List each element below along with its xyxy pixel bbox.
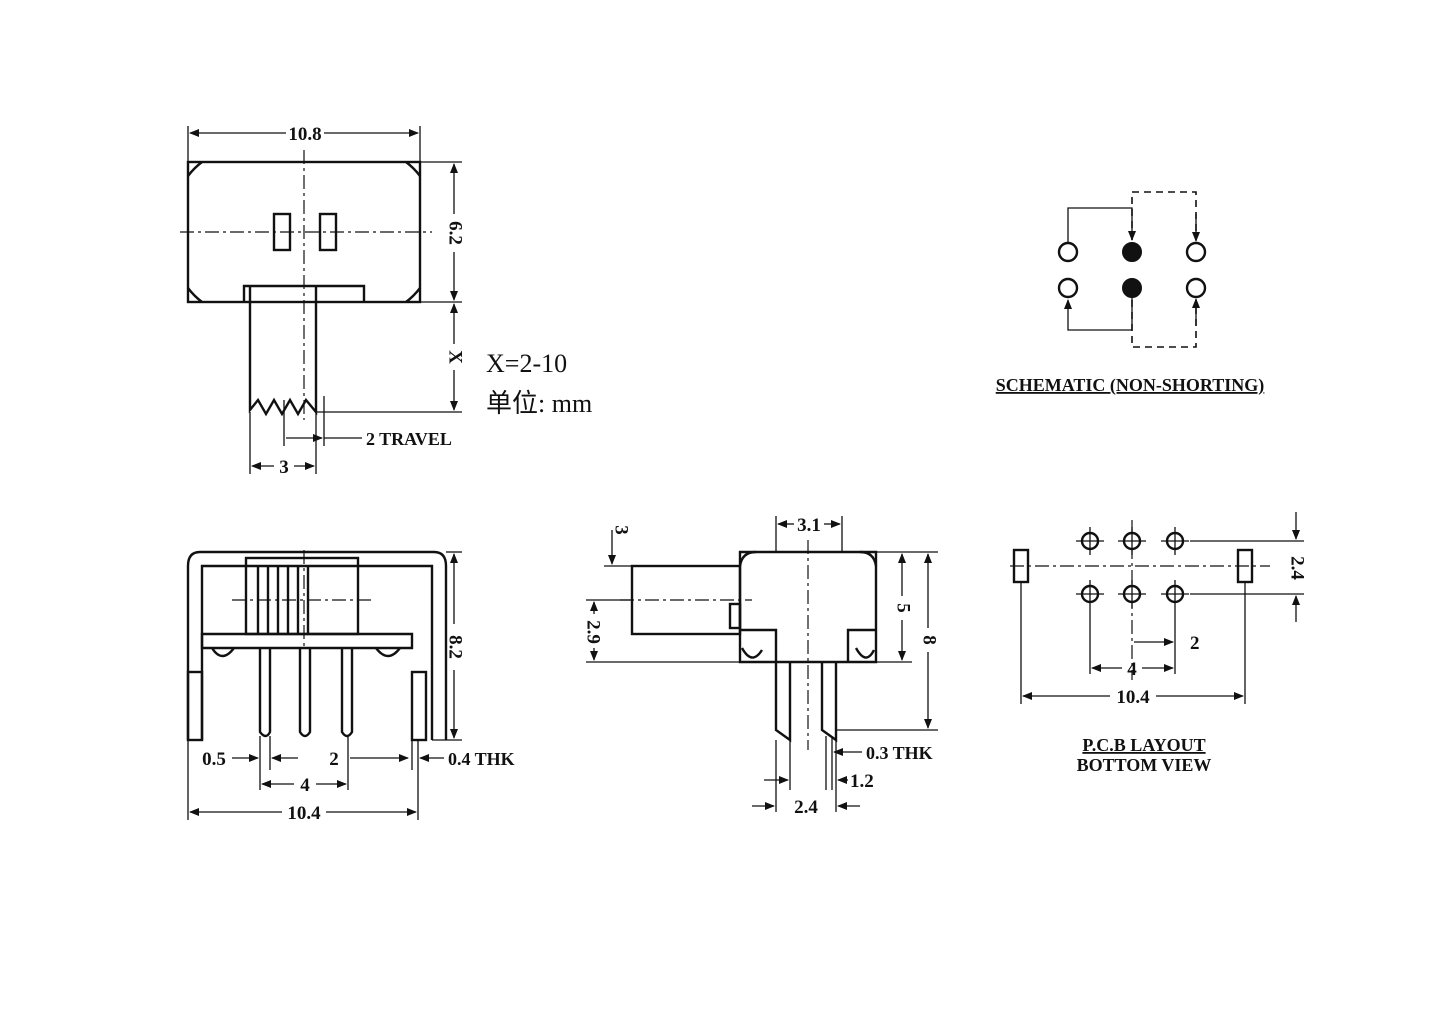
schematic-link-solid-top bbox=[1067, 207, 1136, 242]
schematic: SCHEMATIC (NON-SHORTING) bbox=[996, 191, 1265, 396]
pcb-title-line1: P.C.B LAYOUT bbox=[1082, 735, 1205, 755]
front-actuator bbox=[244, 556, 360, 636]
actuator-knob bbox=[248, 286, 318, 417]
side-view: 3.1 3 2.9 5 8 0.3 THK 1.2 2.4 bbox=[583, 515, 940, 818]
schematic-common-terminal bbox=[1122, 242, 1142, 262]
front-height-label: 8.2 bbox=[445, 635, 466, 659]
front-base bbox=[200, 632, 414, 650]
top-height-label: 6.2 bbox=[445, 221, 466, 245]
pcb-pads bbox=[1076, 527, 1189, 608]
side-knob-height-label: 2.9 bbox=[583, 620, 604, 644]
front-width-label: 10.4 bbox=[287, 803, 321, 824]
travel-label: 2 TRAVEL bbox=[366, 429, 452, 449]
side-body-height-label: 5 bbox=[893, 603, 914, 613]
stroke-label: X bbox=[445, 350, 466, 364]
side-body-corners bbox=[738, 550, 878, 567]
body-corner-clips bbox=[187, 161, 421, 303]
side-pin-left bbox=[774, 662, 792, 743]
side-pin-spacing-label: 2.4 bbox=[794, 797, 818, 818]
front-pin-offset-label: 0.5 bbox=[202, 749, 226, 770]
front-pin-left bbox=[258, 648, 272, 738]
schematic-title: SCHEMATIC (NON-SHORTING) bbox=[996, 375, 1265, 396]
schematic-link-dashed-top bbox=[1131, 191, 1197, 240]
pcb-pitch-label: 2 bbox=[1190, 633, 1200, 654]
pcb-span-label: 4 bbox=[1127, 659, 1137, 680]
unit-note: 单位: mm bbox=[486, 389, 592, 418]
front-thickness-label: 0.4 THK bbox=[448, 749, 515, 769]
side-pin-label: 1.2 bbox=[850, 771, 874, 792]
side-body-bumps bbox=[740, 647, 876, 659]
x-range-note: X=2-10 bbox=[486, 349, 567, 378]
side-knob-stop bbox=[728, 602, 742, 630]
front-mount-leg-left bbox=[186, 670, 204, 742]
pcb-layout: 2.4 2 4 10.4 P.C.B LAYOUT BOTTOM VIEW bbox=[1010, 512, 1308, 775]
schematic-common-terminal bbox=[1122, 278, 1142, 298]
side-body-steps bbox=[740, 628, 876, 662]
front-pitch-label: 2 bbox=[329, 749, 339, 770]
side-pin-right bbox=[820, 662, 838, 743]
side-body-width-label: 3.1 bbox=[797, 515, 821, 536]
side-thickness-label: 0.3 THK bbox=[866, 743, 933, 763]
front-span-label: 4 bbox=[300, 775, 310, 796]
pcb-width-label: 10.4 bbox=[1116, 687, 1150, 708]
schematic-terminal bbox=[1185, 277, 1207, 299]
front-view: 8.2 0.5 2 0.4 THK 4 10.4 bbox=[186, 550, 515, 824]
front-frame bbox=[186, 550, 448, 740]
front-base-bumps bbox=[210, 647, 401, 658]
front-mount-leg-right bbox=[410, 670, 428, 742]
top-width-label: 10.8 bbox=[288, 124, 321, 145]
knob-width-label: 3 bbox=[279, 457, 289, 478]
schematic-link-solid-bottom bbox=[1064, 298, 1133, 331]
pcb-title-line2: BOTTOM VIEW bbox=[1077, 755, 1212, 775]
schematic-link-dashed-bottom bbox=[1131, 300, 1197, 348]
schematic-terminal bbox=[1057, 241, 1079, 263]
side-knob-offset-label: 3 bbox=[611, 525, 632, 535]
front-pin-center bbox=[298, 648, 312, 738]
schematic-terminal bbox=[1057, 277, 1079, 299]
actuator-base bbox=[242, 284, 366, 302]
top-view: 10.8 6.2 X 2 TRAVEL 3 bbox=[180, 124, 466, 478]
schematic-terminal bbox=[1185, 241, 1207, 263]
front-frame-inner bbox=[200, 564, 434, 740]
side-total-height-label: 8 bbox=[919, 635, 940, 645]
pcb-row-pitch-label: 2.4 bbox=[1287, 556, 1308, 580]
front-pin-right bbox=[340, 648, 354, 738]
